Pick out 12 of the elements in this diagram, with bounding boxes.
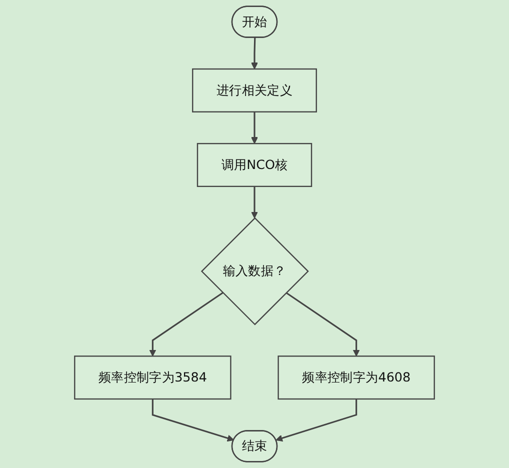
arrow xyxy=(152,399,234,442)
arrow xyxy=(149,292,224,356)
arrow xyxy=(251,186,258,218)
arrow xyxy=(251,112,258,144)
node-box: 调用NCO核 xyxy=(196,142,312,187)
node-box: 频率控制字为3584 xyxy=(74,356,232,400)
node-diamond: 输入数据？ xyxy=(200,217,309,326)
arrow xyxy=(286,292,360,356)
node-box: 频率控制字为4608 xyxy=(278,356,435,400)
node-box: 进行相关定义 xyxy=(192,68,317,112)
arrow xyxy=(251,38,258,70)
arrow xyxy=(276,399,358,442)
